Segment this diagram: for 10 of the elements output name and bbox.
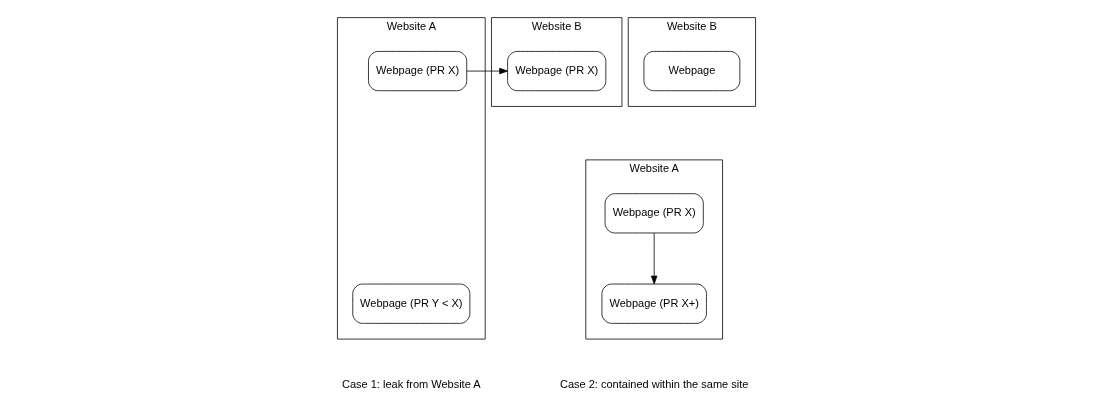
label: Case 2: contained within the same site [560, 377, 749, 390]
node-box: Webpage [643, 51, 741, 92]
arrow [466, 67, 508, 75]
node-box: Webpage (PR X) [604, 193, 704, 234]
node-box: Webpage (PR X+) [601, 283, 707, 324]
node-box: Webpage (PR X) [368, 51, 468, 92]
node-box: Webpage (PR Y < X) [352, 283, 471, 324]
label: Case 1: leak from Website A [342, 377, 481, 390]
arrow [651, 232, 658, 285]
node-box: Webpage (PR X) [507, 51, 607, 92]
